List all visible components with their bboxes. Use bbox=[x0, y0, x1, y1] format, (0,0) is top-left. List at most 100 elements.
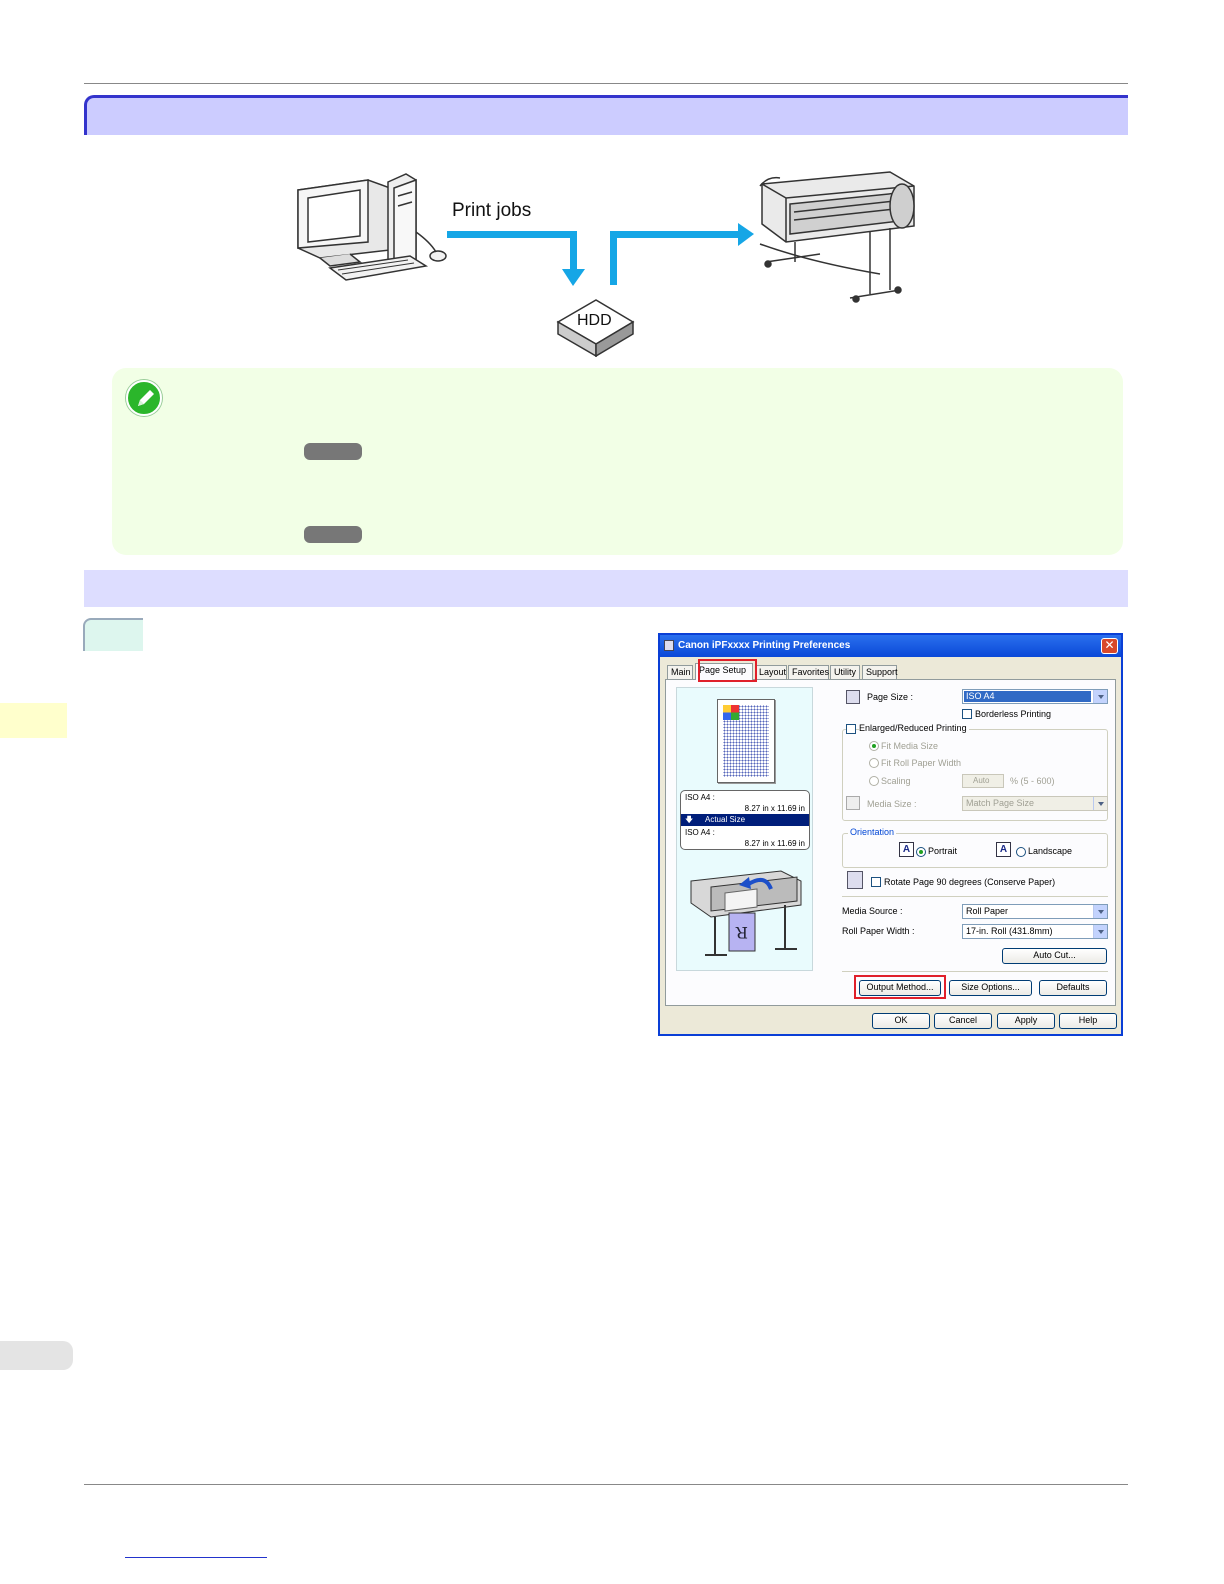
print-jobs-diagram: Print jobs HDD bbox=[290, 162, 930, 357]
size-info-box: ISO A4 : 8.27 in x 11.69 in 🡇 Actual Siz… bbox=[680, 790, 810, 850]
page-size-label: Page Size : bbox=[867, 692, 914, 702]
actual-size-label: Actual Size bbox=[705, 815, 746, 824]
enlarged-reduced-checkbox[interactable] bbox=[846, 724, 856, 734]
rotate-page-label: Rotate Page 90 degrees (Conserve Paper) bbox=[884, 877, 1056, 887]
landscape-icon: A bbox=[996, 842, 1011, 857]
step-number-tab bbox=[83, 618, 143, 651]
footer-link-underline[interactable] bbox=[125, 1557, 267, 1558]
section-title-bar bbox=[84, 95, 1128, 135]
svg-text:R: R bbox=[735, 923, 748, 942]
note-box bbox=[112, 368, 1123, 555]
roll-width-select[interactable]: 17-in. Roll (431.8mm) bbox=[962, 924, 1108, 939]
flow-arrows bbox=[447, 223, 754, 286]
dialog-title: Canon iPFxxxx Printing Preferences bbox=[678, 640, 851, 651]
printing-preferences-dialog: Canon iPFxxxx Printing Preferences ✕ Mai… bbox=[658, 633, 1123, 1036]
cancel-button[interactable]: Cancel bbox=[934, 1013, 992, 1029]
diagram-graphics bbox=[297, 171, 915, 357]
tab-favorites[interactable]: Favorites bbox=[788, 665, 829, 679]
output-size-name: ISO A4 : bbox=[685, 828, 715, 837]
large-format-printer-icon bbox=[759, 171, 915, 303]
portrait-radio[interactable] bbox=[916, 847, 926, 857]
chevron-down-icon[interactable] bbox=[1093, 690, 1107, 703]
page-side-tab bbox=[0, 1341, 73, 1370]
dialog-title-bar[interactable]: Canon iPFxxxx Printing Preferences bbox=[660, 635, 1121, 657]
divider bbox=[842, 971, 1108, 972]
output-size-dims: 8.27 in x 11.69 in bbox=[744, 839, 805, 848]
chevron-down-icon[interactable] bbox=[1093, 925, 1107, 938]
chevron-down-icon[interactable] bbox=[1093, 797, 1107, 810]
color-logo-icon bbox=[723, 705, 739, 720]
borderless-checkbox[interactable] bbox=[962, 709, 972, 719]
chevron-down-icon[interactable] bbox=[1093, 905, 1107, 918]
close-icon[interactable]: ✕ bbox=[1101, 638, 1118, 654]
orientation-group bbox=[842, 833, 1108, 868]
portrait-icon: A bbox=[899, 842, 914, 857]
media-source-label: Media Source : bbox=[842, 906, 903, 916]
media-size-select[interactable]: Match Page Size bbox=[962, 796, 1108, 811]
rotate-page-checkbox[interactable] bbox=[871, 877, 881, 887]
borderless-label: Borderless Printing bbox=[975, 709, 1052, 719]
tab-utility[interactable]: Utility bbox=[830, 665, 860, 679]
help-button[interactable]: Help bbox=[1059, 1013, 1117, 1029]
media-size-icon bbox=[846, 796, 860, 810]
tab-main[interactable]: Main bbox=[667, 665, 693, 679]
fit-media-size-radio[interactable] bbox=[869, 741, 879, 751]
divider bbox=[842, 896, 1108, 897]
ok-button[interactable]: OK bbox=[872, 1013, 930, 1029]
auto-cut-button[interactable]: Auto Cut... bbox=[1002, 948, 1107, 964]
actual-size-bar: 🡇 Actual Size bbox=[681, 814, 809, 826]
computer-icon bbox=[297, 173, 447, 281]
scaling-stepper[interactable]: Auto bbox=[962, 774, 1004, 788]
hdd-box-icon bbox=[556, 299, 635, 357]
print-jobs-label: Print jobs bbox=[452, 200, 532, 221]
fit-roll-width-label: Fit Roll Paper Width bbox=[881, 758, 962, 768]
page-setup-panel: ISO A4 : 8.27 in x 11.69 in 🡇 Actual Siz… bbox=[665, 679, 1116, 1006]
scaling-radio[interactable] bbox=[869, 776, 879, 786]
media-source-select[interactable]: Roll Paper bbox=[962, 904, 1108, 919]
footer-rule bbox=[84, 1484, 1128, 1485]
tab-page-setup[interactable]: Page Setup bbox=[695, 663, 753, 680]
enlarged-reduced-label: Enlarged/Reduced Printing bbox=[859, 723, 969, 733]
pencil-icon bbox=[126, 380, 162, 416]
tab-layout[interactable]: Layout bbox=[755, 665, 787, 679]
media-source-value: Roll Paper bbox=[966, 906, 1009, 916]
fit-media-size-label: Fit Media Size bbox=[881, 741, 939, 751]
orientation-label: Orientation bbox=[848, 827, 897, 837]
page-size-value: ISO A4 bbox=[964, 691, 1091, 702]
chapter-side-tab bbox=[0, 703, 67, 738]
tab-support[interactable]: Support bbox=[862, 665, 898, 679]
original-size-dims: 8.27 in x 11.69 in bbox=[744, 804, 805, 813]
scaling-value: Auto bbox=[973, 776, 990, 785]
page-setup-highlight bbox=[698, 659, 757, 682]
procedure-heading-bar bbox=[84, 570, 1128, 607]
reference-badge[interactable] bbox=[304, 443, 362, 460]
roll-width-value: 17-in. Roll (431.8mm) bbox=[966, 926, 1053, 936]
rotate-page-icon bbox=[847, 871, 863, 889]
defaults-button[interactable]: Defaults bbox=[1039, 980, 1107, 996]
landscape-label: Landscape bbox=[1028, 846, 1073, 856]
page-size-icon bbox=[846, 690, 860, 704]
printer-preview-icon: R bbox=[690, 870, 802, 956]
reference-badge[interactable] bbox=[304, 526, 362, 543]
enlarged-reduced-group bbox=[842, 729, 1108, 821]
page-size-select[interactable]: ISO A4 bbox=[962, 689, 1108, 704]
hdd-label: HDD bbox=[577, 312, 612, 329]
media-size-value: Match Page Size bbox=[966, 798, 1035, 808]
page-preview-thumbnail bbox=[717, 699, 775, 783]
output-method-button[interactable]: Output Method... bbox=[859, 980, 941, 996]
size-options-button[interactable]: Size Options... bbox=[949, 980, 1032, 996]
fit-roll-width-radio[interactable] bbox=[869, 758, 879, 768]
apply-button[interactable]: Apply bbox=[997, 1013, 1055, 1029]
scaling-range-label: % (5 - 600) bbox=[1010, 776, 1055, 786]
scaling-label: Scaling bbox=[881, 776, 911, 786]
roll-width-label: Roll Paper Width : bbox=[842, 926, 915, 936]
media-size-label: Media Size : bbox=[867, 799, 917, 809]
down-arrow-icon: 🡇 bbox=[685, 815, 694, 824]
preview-pane: ISO A4 : 8.27 in x 11.69 in 🡇 Actual Siz… bbox=[676, 687, 813, 971]
landscape-radio[interactable] bbox=[1016, 847, 1026, 857]
portrait-label: Portrait bbox=[928, 846, 958, 856]
printer-icon bbox=[664, 640, 674, 651]
output-method-highlight bbox=[854, 975, 946, 999]
header-rule bbox=[84, 83, 1128, 84]
original-size-name: ISO A4 : bbox=[685, 793, 715, 802]
